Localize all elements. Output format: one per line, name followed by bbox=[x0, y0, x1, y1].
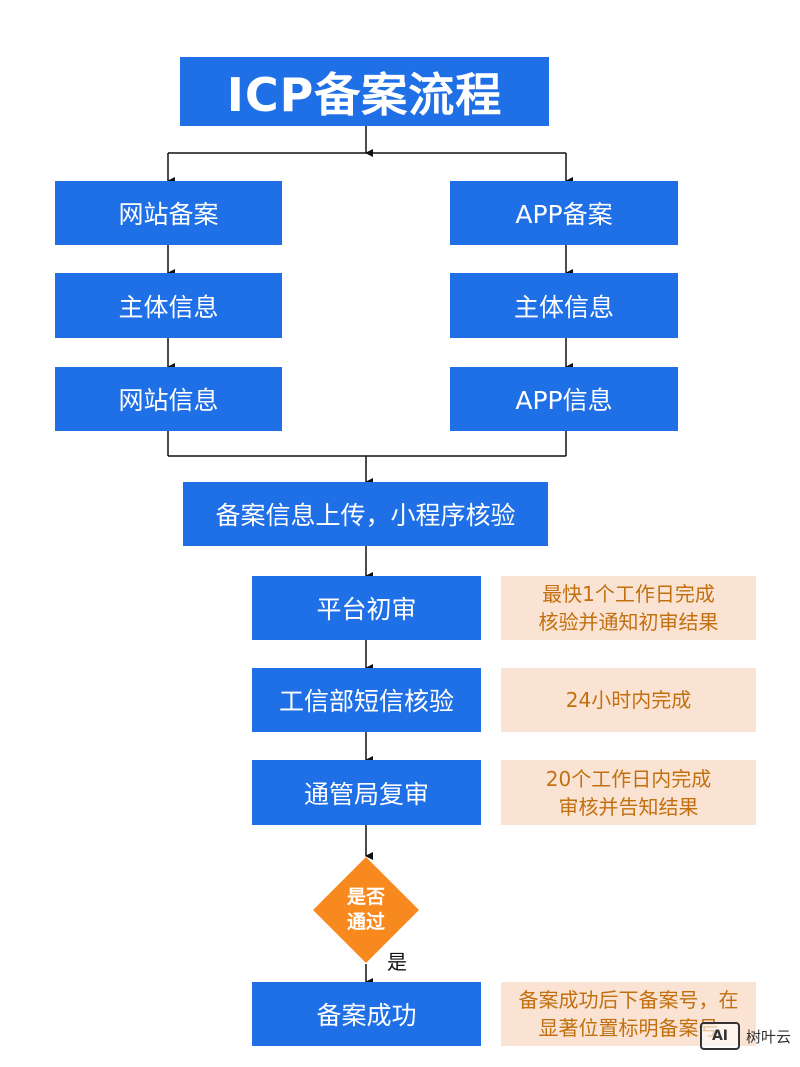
decision-line-2: 通过 bbox=[346, 911, 385, 933]
app-info-step: APP信息 bbox=[450, 367, 678, 431]
note-line: 最快1个工作日完成 bbox=[542, 582, 715, 606]
page-title: ICP备案流程 bbox=[180, 57, 549, 126]
platform-review-note: 最快1个工作日完成 核验并通知初审结果 bbox=[501, 576, 756, 640]
website-filing-step: 网站备案 bbox=[55, 181, 282, 245]
upload-verify-step: 备案信息上传，小程序核验 bbox=[183, 482, 548, 546]
website-info-step: 网站信息 bbox=[55, 367, 282, 431]
note-line: 24小时内完成 bbox=[565, 688, 692, 712]
note-line: 显著位置标明备案号 bbox=[538, 1016, 719, 1040]
note-line: 备案成功后下备案号，在 bbox=[518, 988, 739, 1012]
platform-review-step: 平台初审 bbox=[252, 576, 481, 640]
bureau-review-note: 20个工作日内完成 审核并告知结果 bbox=[501, 760, 756, 825]
success-note: 备案成功后下备案号，在 显著位置标明备案号 bbox=[501, 982, 756, 1046]
filing-success-step: 备案成功 bbox=[252, 982, 481, 1046]
note-line: 20个工作日内完成 bbox=[545, 766, 712, 791]
app-subject-info-step: 主体信息 bbox=[450, 273, 678, 338]
sms-verify-note: 24小时内完成 bbox=[501, 668, 756, 732]
note-line: 审核并告知结果 bbox=[558, 794, 699, 819]
bureau-review-step: 通管局复审 bbox=[252, 760, 481, 825]
decision-line-1: 是否 bbox=[346, 886, 385, 908]
watermark: AI 树叶云 bbox=[700, 1022, 791, 1050]
website-subject-info-step: 主体信息 bbox=[55, 273, 282, 338]
app-filing-step: APP备案 bbox=[450, 181, 678, 245]
ai-logo-icon: AI bbox=[700, 1022, 740, 1050]
decision-diamond bbox=[313, 857, 419, 963]
watermark-text: 树叶云 bbox=[746, 1027, 792, 1046]
yes-label: 是 bbox=[387, 950, 407, 974]
note-line: 核验并通知初审结果 bbox=[538, 610, 719, 634]
decision-label: 是否 通过 bbox=[313, 857, 419, 963]
sms-verify-step: 工信部短信核验 bbox=[252, 668, 481, 732]
